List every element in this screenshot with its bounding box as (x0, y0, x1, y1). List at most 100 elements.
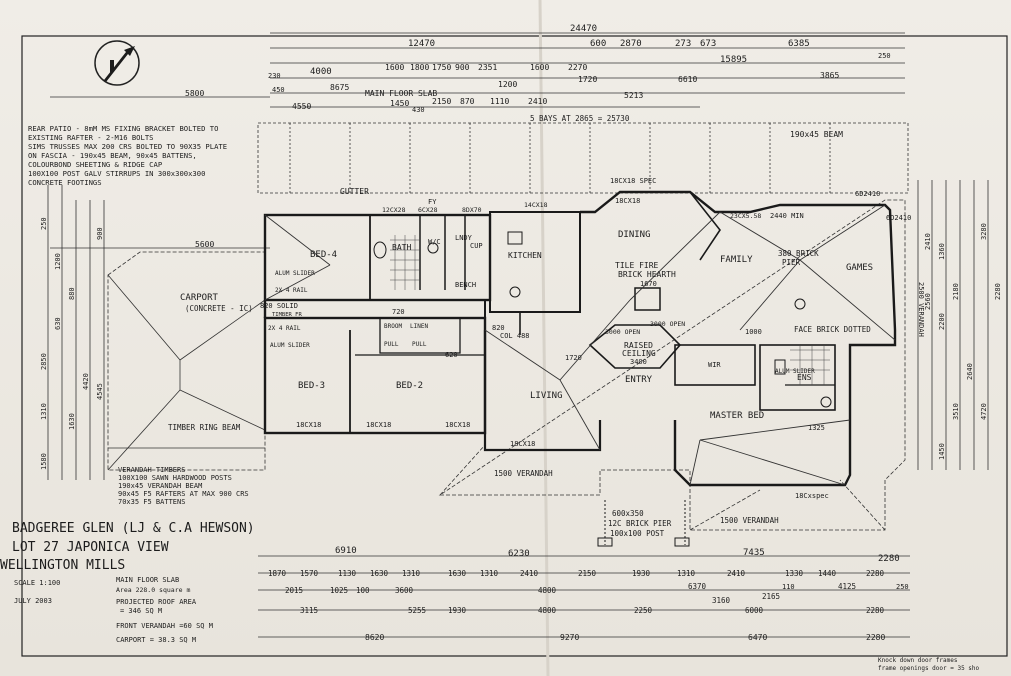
main-floor-slab-label: MAIN FLOOR SLAB (365, 89, 437, 98)
solid-door-label: 820 SOLID (260, 302, 298, 310)
room-wc: W/C (428, 238, 441, 246)
projected-roof-value: = 346 SQ M (120, 607, 162, 615)
alum-slider-label-2: ALUM SLIDER (270, 342, 310, 349)
dim-left: 880 (68, 287, 76, 300)
dim-right: 3510 (952, 403, 960, 420)
dim-bottom-r2: 2410 (727, 569, 746, 578)
tile-fire-label: TILE FIRE (615, 261, 659, 270)
room-kitchen: KITCHEN (508, 251, 542, 260)
dim-top-r4: 8675 (330, 83, 349, 92)
spec-label-2: 18Cxspec (795, 492, 829, 500)
dim-bottom-r4: 5255 (408, 606, 426, 615)
dim-top-r4: 3865 (820, 71, 839, 80)
dim-top-r3: 2270 (568, 63, 587, 72)
room-bath: BATH (392, 243, 411, 252)
room-entry: ENTRY (625, 375, 653, 385)
dim-left: 4420 (82, 373, 90, 390)
carport-area-label: CARPORT = 38.3 SQ M (116, 636, 196, 644)
dim-bottom-r2: 1130 (338, 569, 357, 578)
paper-fold (538, 0, 550, 676)
room-games: GAMES (846, 263, 873, 273)
verandah-timbers-note: VERANDAH TIMBERS 100X100 SAWN HARDWOOD P… (118, 466, 249, 506)
room-ens: ENS (797, 373, 812, 382)
dim-bottom-r1: 6910 (335, 546, 357, 556)
dim-bottom-r5: 2280 (866, 633, 885, 642)
dim-bottom-r2: 1570 (300, 569, 319, 578)
dim-1000: 1000 (745, 328, 762, 336)
dim-right: 3280 (980, 223, 988, 240)
building-walls (263, 190, 897, 487)
top-dimension-lines (50, 32, 905, 249)
pier-box-label-3: 100x100 POST (610, 529, 665, 538)
dim-top-r3: 1800 (410, 63, 429, 72)
dim-bottom-r3: 2015 (285, 586, 303, 595)
dim-bottom-r3: 3600 (395, 586, 414, 595)
dim-bottom-r1: 2280 (878, 554, 900, 564)
room-carport-sub: (CONCRETE - IC) (185, 304, 253, 313)
dim-820: 820 (492, 324, 505, 332)
note-line: 90x45 F5 RAFTERS AT MAX 900 CRS (118, 490, 249, 498)
rear-patio-note: REAR PATIO - 8mM MS FIXING BRACKET BOLTE… (28, 124, 227, 187)
room-cup: CUP (470, 242, 483, 250)
front-verandah-label: FRONT VERANDAH =60 SQ M (116, 622, 213, 630)
ceiling-height-label: 3400 (630, 358, 647, 366)
dim-top-r6: 250 (878, 52, 891, 60)
room-living: LIVING (530, 391, 563, 401)
dim-top-r5: 430 (412, 106, 425, 114)
dim-left: 1200 (54, 253, 62, 270)
note-line: frame openings door = 35 sho (878, 665, 980, 672)
title-block: BADGEREE GLEN (LJ & C.A HEWSON) LOT 27 J… (0, 521, 255, 644)
dim-bottom-r2: 1440 (818, 569, 837, 578)
dim-bottom-r5: 6470 (748, 633, 767, 642)
dim-top-r5: 2150 (432, 97, 451, 106)
timber-fr-label: TIMBER FR (272, 312, 302, 318)
door-size-6d-b: 6D2410 (886, 214, 911, 222)
opening-3000-b: 3000 OPEN (650, 320, 685, 328)
column-label: COL 488 (500, 332, 530, 340)
alum-slider-label: ALUM SLIDER (275, 270, 315, 277)
hearth-size: 1670 (640, 280, 657, 288)
window-size-label: 18CX18 (615, 197, 640, 205)
side-dimension-lines (47, 180, 989, 480)
dim-top-r3: 2351 (478, 63, 497, 72)
room-carport: CARPORT (180, 293, 219, 303)
dim-top-r2: 600 (590, 39, 606, 49)
dim-bottom-r4: 2250 (634, 606, 653, 615)
dim-bottom-r2: 1310 (402, 569, 421, 578)
verandah-vertical-label: 2500 VERANDAH (917, 282, 925, 337)
dim-left: 1310 (40, 403, 48, 420)
dim-top-r4: 1720 (578, 75, 597, 84)
dim-right: 4720 (980, 403, 988, 420)
door-size-6d: 6D2410 (855, 190, 880, 198)
brick-pier-label: 380 BRICK (778, 249, 819, 258)
dim-left: 4545 (96, 383, 104, 400)
dim-right: 2640 (966, 363, 974, 380)
broom-label: BROOM (384, 323, 402, 330)
slab-label: MAIN FLOOR SLAB (116, 576, 179, 584)
raised-label: RAISED (624, 341, 653, 350)
note-line: 100X100 SAWN HARDWOOD POSTS (118, 474, 232, 482)
dim-top-r5: 5213 (624, 91, 643, 100)
dim-bottom-r4: 4800 (538, 606, 557, 615)
window-6c: 6CX28 (418, 206, 438, 214)
dim-top-r5: 1450 (390, 99, 409, 108)
note-line: 70x35 F5 BATTENS (118, 498, 185, 506)
dim-top-r3: 1750 (432, 63, 451, 72)
projected-roof-label: PROJECTED ROOF AREA (116, 598, 197, 606)
dim-top-r5: 870 (460, 97, 475, 106)
note-line: EXISTING RAFTER - 2-M16 BOLTS (28, 133, 154, 142)
dim-top-r3: 15895 (720, 55, 747, 65)
bottom-dimension-lines (258, 555, 910, 638)
brick-hearth-label: BRICK HEARTH (618, 270, 676, 279)
window-size-label: 18CX18 (445, 421, 470, 429)
note-line: SIMS TRUSSES MAX 200 CRS BOLTED TO 90X35… (28, 142, 227, 151)
window-size-label: 18CX18 (510, 440, 535, 448)
dim-right: 1450 (938, 443, 946, 460)
dim-right: 2410 (924, 233, 932, 250)
note-line: ON FASCIA - 190x45 BEAM, 90x45 BATTENS, (28, 151, 197, 160)
dim-bottom-r3: 100 (356, 586, 370, 595)
dim-top-r2: 6385 (788, 39, 810, 49)
dim-top-r3: 900 (455, 63, 470, 72)
note-line: COLOURBOND SHEETING & RIDGE CAP (28, 160, 162, 169)
verandah-label-2: 1500 VERANDAH (720, 516, 779, 525)
